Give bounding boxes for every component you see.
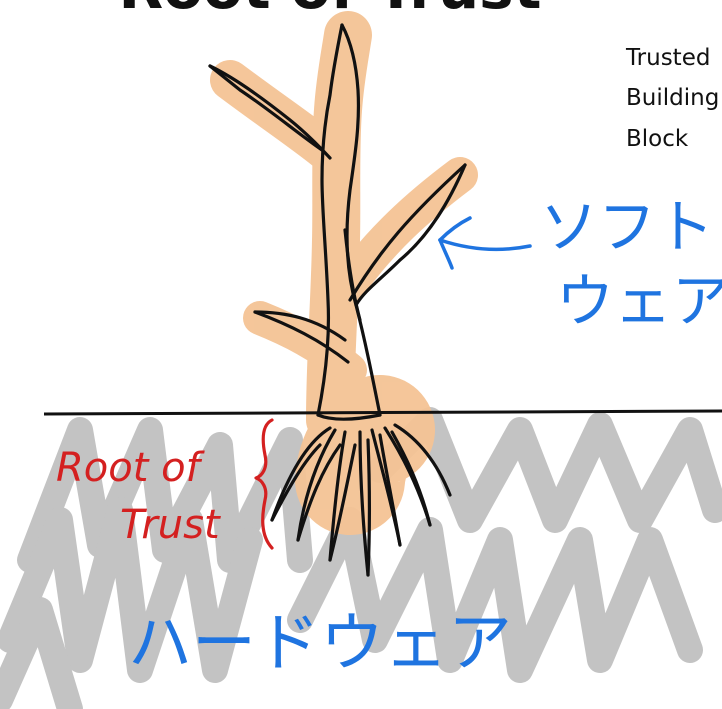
software-label-line-2: ウェア bbox=[556, 272, 722, 330]
arrow-left-icon bbox=[440, 218, 530, 268]
ground-line bbox=[44, 411, 722, 414]
trusted-block-line-3: Block bbox=[626, 128, 688, 151]
root-of-trust-line-2: Trust bbox=[120, 505, 220, 545]
software-label-line-1: ソフト bbox=[540, 198, 714, 256]
hardware-label: ハードウェア bbox=[128, 612, 512, 676]
root-of-trust-line-1: Root of bbox=[56, 448, 200, 488]
trusted-block-line-1: Trusted bbox=[626, 47, 710, 70]
trusted-block-line-2: Building bbox=[626, 87, 719, 110]
page-title: Root of Trust bbox=[119, 0, 542, 22]
